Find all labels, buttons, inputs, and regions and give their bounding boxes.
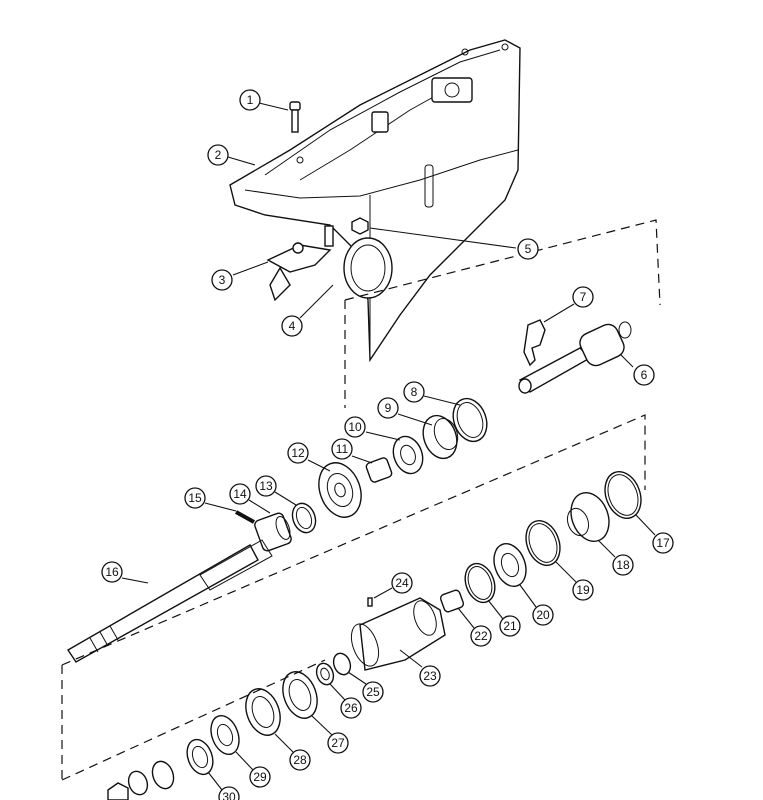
callout: 23 [419,665,441,687]
svg-text:15: 15 [188,491,202,505]
propeller-shaft [67,539,273,663]
shim [452,397,488,443]
gearcase-housing [229,39,521,363]
callout: 3 [211,269,233,291]
svg-text:12: 12 [291,446,305,460]
bearing-cup [422,414,459,460]
svg-text:11: 11 [336,442,349,456]
svg-text:8: 8 [411,385,418,399]
thrust-washer [525,520,561,566]
o-ring-seal [464,562,496,604]
trim-tab [266,242,332,302]
washer [315,662,335,686]
svg-text:27: 27 [331,736,345,750]
callout: 4 [281,315,303,337]
callout: 10 [344,416,366,438]
svg-text:30: 30 [222,790,236,800]
callout: 6 [633,364,655,386]
rear-bearing [245,688,281,736]
lower-dashed-outline [61,414,646,781]
svg-text:5: 5 [525,242,532,256]
callouts: 1 2 3 4 5 6 7 8 9 10 11 12 13 14 15 16 1… [101,89,674,800]
callout: 1 [239,89,261,111]
callout: 7 [572,286,594,308]
callout: 21 [499,615,521,637]
upper-dashed-outline [344,219,661,408]
callout: 15 [184,487,206,509]
shim-ring [291,502,317,534]
leader-lines [121,102,656,791]
cross-pin [235,510,255,524]
svg-text:26: 26 [344,701,358,715]
callout: 26 [340,697,362,719]
callout: 11 [331,438,353,460]
svg-text:21: 21 [503,619,517,633]
shift-cam [523,319,546,367]
svg-text:14: 14 [233,487,247,501]
callout: 17 [652,532,674,554]
ball-bearing [493,542,527,588]
svg-text:6: 6 [641,368,648,382]
callout: 2 [207,144,229,166]
callout: 24 [391,572,413,594]
tapered-roller-bearing [392,435,424,475]
svg-text:2: 2 [215,148,222,162]
callout: 13 [255,475,277,497]
pinion-gear [318,462,362,518]
svg-text:25: 25 [366,685,380,699]
needle-bearing [439,589,465,613]
svg-text:23: 23 [423,669,437,683]
svg-text:18: 18 [616,558,630,572]
svg-text:19: 19 [576,583,590,597]
svg-text:7: 7 [580,290,587,304]
callout: 16 [101,561,123,583]
callout: 30 [218,786,240,800]
svg-text:29: 29 [253,770,267,784]
roll-pin [367,597,373,607]
svg-text:1: 1 [247,93,254,107]
nut [351,217,369,235]
svg-text:28: 28 [293,753,307,767]
svg-text:17: 17 [656,536,670,550]
callout: 19 [572,579,594,601]
callout: 18 [612,554,634,576]
callout: 22 [470,625,492,647]
svg-text:16: 16 [105,565,119,579]
clutch [254,512,292,552]
o-ring [604,471,642,519]
svg-text:13: 13 [259,479,273,493]
propeller-nut [107,760,175,800]
callout: 8 [403,381,425,403]
svg-text:10: 10 [348,420,362,434]
callout: 20 [532,604,554,626]
roller-bearing [365,457,393,483]
callout: 25 [362,681,384,703]
callout: 9 [377,397,399,419]
callout: 12 [287,442,309,464]
callout: 27 [327,732,349,754]
callout: 28 [289,749,311,771]
svg-text:24: 24 [395,576,409,590]
shift-shaft-assembly [518,321,632,394]
svg-text:9: 9 [385,401,392,415]
seal [332,652,352,676]
trim-tab-screw [324,225,334,247]
svg-text:3: 3 [219,273,226,287]
callout: 29 [249,766,271,788]
retaining-ring [282,671,318,719]
tab-washer [186,738,214,776]
svg-text:22: 22 [474,629,488,643]
bearing-carrier [350,597,446,671]
svg-text:4: 4 [289,319,296,333]
callout: 14 [229,483,251,505]
thrust-hub [210,714,240,756]
svg-text:20: 20 [536,608,550,622]
screw [289,101,301,133]
callout: 5 [517,238,539,260]
